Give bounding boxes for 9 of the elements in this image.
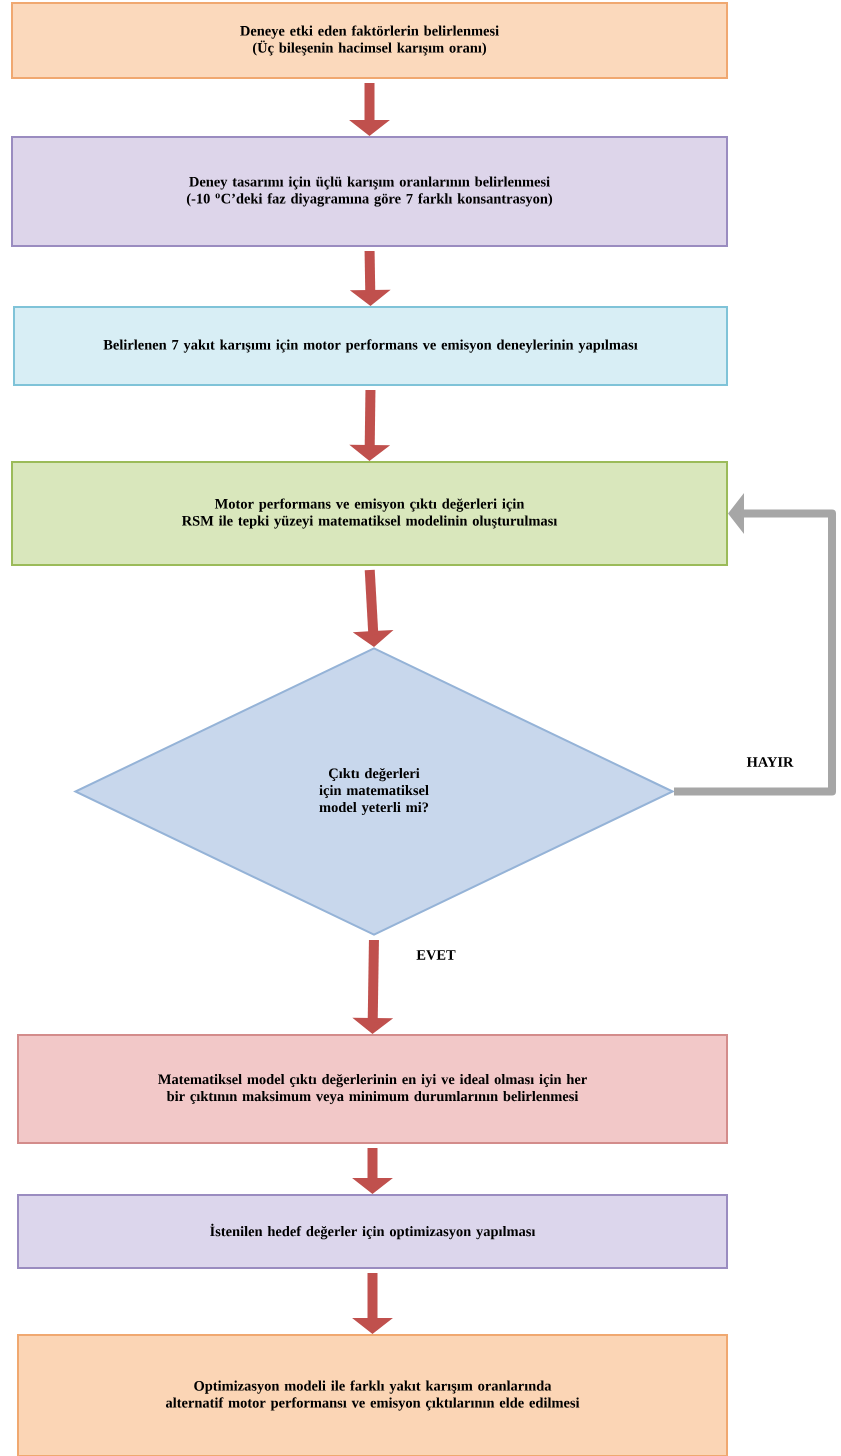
process-box: Deneye etki eden faktörlerin belirlenmesi (Üç bileşenin hacimsel karışım oranı): [11, 2, 728, 79]
process-box: Deney tasarımı için üçlü karışım oranlarının belirlenmesi (-10 $^{o}$C’deki faz diyagramına göre 7 farklı konsantrasyon): [11, 136, 728, 247]
edge-label: EVET: [415, 949, 457, 961]
process-box: İstenilen hedef değerler için optimizasyon yapılması: [17, 1194, 728, 1269]
process-box: Motor performans ve emisyon çıktı değerleri için RSM ile tepki yüzeyi matematiksel modelinin oluşturulması: [11, 461, 728, 566]
edge-label: HAYIR: [745, 756, 795, 768]
process-box: Belirlenen 7 yakıt karışımı için motor performans ve emisyon deneylerinin yapılması: [13, 306, 728, 386]
process-box: Matematiksel model çıktı değerlerinin en iyi ve ideal olması için her bir çıktının maksimum veya minimum durumlarının belirlenmesi: [17, 1034, 728, 1144]
process-box: Optimizasyon modeli ile farklı yakıt karışım oranlarında alternatif motor performansı ve emisyon çıktılarının elde edilmesi: [17, 1334, 728, 1456]
